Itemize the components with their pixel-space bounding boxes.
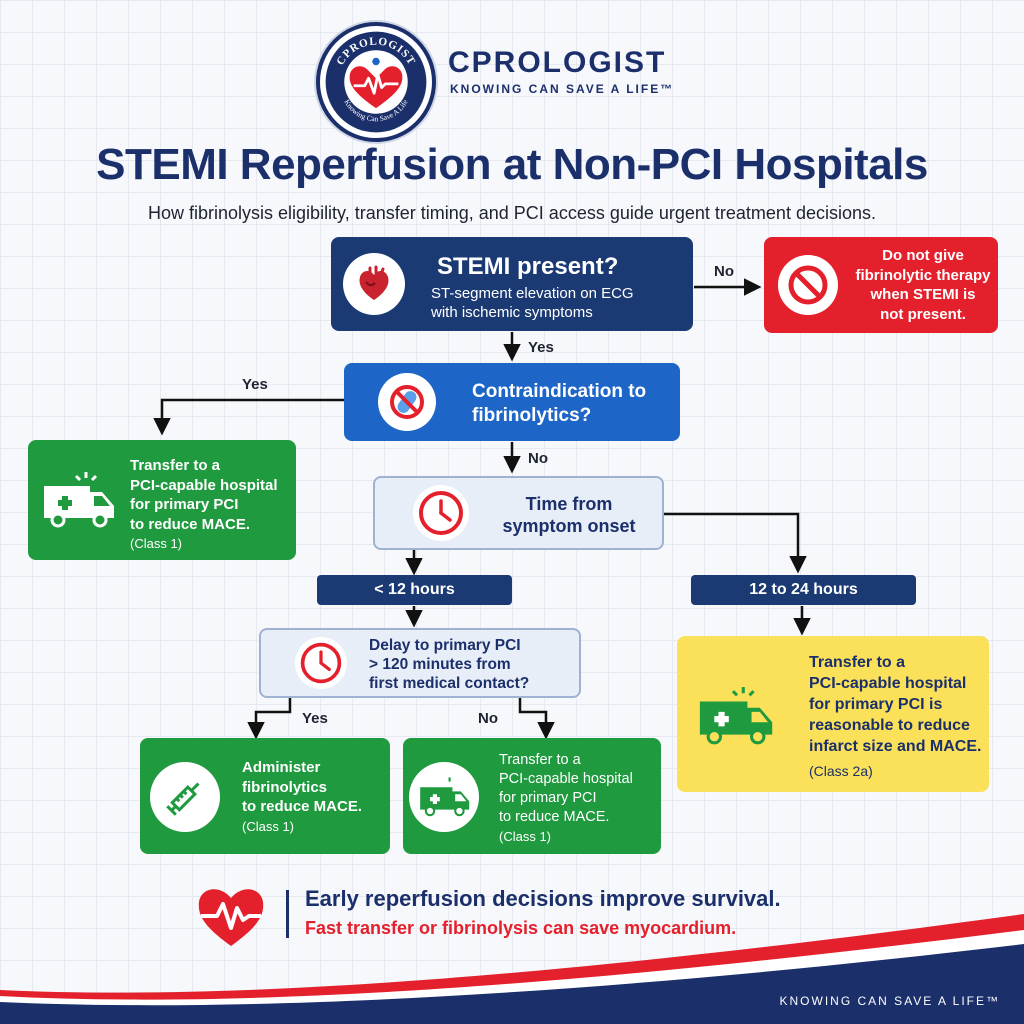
fibrinolytics-line-3: to reduce MACE. (242, 798, 363, 815)
heart-icon (343, 253, 405, 315)
delay-line-3: first medical contact? (369, 675, 530, 692)
node-time-from-onset: Time from symptom onset (373, 476, 664, 550)
heart-pulse-icon (198, 889, 264, 946)
contraindication-line-1: Contraindication to (472, 381, 647, 402)
footer-headline: Early reperfusion decisions improve surv… (305, 886, 781, 911)
no-stemi-line-2: fibrinolytic therapy (855, 266, 991, 284)
pill-under-12-hours: < 12 hours (317, 575, 512, 605)
fibrinolytics-text: Administer fibrinolytics to reduce MACE.… (242, 758, 362, 836)
node-delay-to-pci: Delay to primary PCI > 120 minutes from … (259, 628, 581, 698)
no-stemi-line-3: when STEMI is (870, 286, 976, 303)
ambulance-icon (691, 680, 779, 752)
transfer-12-24-text: Transfer to a PCI-capable hospital for p… (809, 652, 981, 782)
no-drug-icon (378, 373, 436, 431)
edge-label-stemi-no: No (714, 263, 734, 280)
pill-12-to-24-hours: 12 to 24 hours (691, 575, 916, 605)
stemi-title: STEMI present? (437, 253, 619, 280)
delay-text: Delay to primary PCI > 120 minutes from … (369, 636, 529, 693)
page-title: STEMI Reperfusion at Non-PCI Hospitals (96, 140, 928, 189)
transfer-12-24-line-1: Transfer to a (809, 654, 906, 671)
prohibition-icon (778, 255, 838, 315)
transfer-contraindicated-line-4: to reduce MACE. (130, 515, 251, 533)
transfer-contraindicated-text: Transfer to a PCI-capable hospital for p… (130, 456, 278, 554)
node-transfer-12-24: Transfer to a PCI-capable hospital for p… (677, 636, 989, 792)
clock-icon (295, 637, 347, 689)
transfer-pci-line-2: PCI-capable hospital (499, 771, 633, 787)
time-line-1: Time from (525, 494, 613, 514)
contraindication-text: Contraindication to fibrinolytics? (472, 380, 646, 428)
transfer-pci-line-1: Transfer to a (499, 752, 581, 768)
node-no-stemi: Do not give fibrinolytic therapy when ST… (764, 237, 998, 333)
stemi-detail-2: with ischemic symptoms (431, 304, 593, 321)
stemi-detail-1: ST-segment elevation on ECG (431, 285, 634, 302)
node-transfer-primary-pci: Transfer to a PCI-capable hospital for p… (403, 738, 661, 854)
footer-subline: Fast transfer or fibrinolysis can save m… (305, 918, 737, 938)
edge-label-stemi-yes: Yes (528, 339, 554, 356)
no-stemi-line-4: not present. (880, 305, 966, 323)
transfer-12-24-line-2: PCI-capable hospital (809, 675, 967, 692)
no-stemi-text: Do not give fibrinolytic therapy when ST… (850, 246, 996, 324)
transfer-pci-text: Transfer to a PCI-capable hospital for p… (499, 751, 633, 846)
footer-tagline: KNOWING CAN SAVE A LIFE™ (779, 994, 1000, 1008)
transfer-12-24-class: (Class 2a) (809, 763, 873, 779)
clock-icon (413, 485, 469, 541)
transfer-12-24-line-4: reasonable to reduce (809, 717, 970, 734)
brand-logo: CPROLOGIST Knowing Can Save A Life (316, 22, 436, 142)
edge-label-delay-no: No (478, 710, 498, 727)
node-contraindication: Contraindication to fibrinolytics? (344, 363, 680, 441)
fibrinolytics-class: (Class 1) (242, 818, 295, 834)
node-stemi-present: STEMI present? ST-segment elevation on E… (331, 237, 693, 331)
transfer-contraindicated-line-2: PCI-capable hospital (130, 476, 278, 494)
time-text: Time from symptom onset (491, 493, 647, 537)
edge-label-contra-yes: Yes (242, 376, 268, 393)
node-administer-fibrinolytics: Administer fibrinolytics to reduce MACE.… (140, 738, 390, 854)
transfer-contraindicated-class: (Class 1) (130, 536, 183, 551)
time-line-2: symptom onset (502, 516, 636, 536)
delay-line-1: Delay to primary PCI (369, 637, 521, 654)
ambulance-icon (36, 468, 120, 532)
fibrinolytics-line-1: Administer (242, 759, 321, 776)
transfer-12-24-line-5: infarct size and MACE. (809, 738, 982, 755)
transfer-contraindicated-line-1: Transfer to a (130, 457, 221, 474)
transfer-pci-line-3: for primary PCI (499, 790, 597, 806)
transfer-pci-class: (Class 1) (499, 829, 552, 844)
contraindication-line-2: fibrinolytics? (472, 405, 592, 426)
transfer-pci-line-4: to reduce MACE. (499, 809, 610, 825)
transfer-contraindicated-line-3: for primary PCI (130, 496, 239, 513)
fibrinolytics-line-2: fibrinolytics (242, 778, 328, 796)
brand-name: CPROLOGIST (448, 46, 667, 79)
edge-label-contra-no: No (528, 450, 548, 467)
transfer-12-24-line-3: for primary PCI is (809, 696, 943, 713)
syringe-icon (150, 762, 220, 832)
no-stemi-line-1: Do not give (882, 247, 964, 264)
page-subtitle: How fibrinolysis eligibility, transfer t… (148, 203, 876, 223)
ambulance-icon (409, 762, 479, 832)
footer-divider (286, 890, 289, 938)
logo-emblem: CPROLOGIST Knowing Can Save A Life (325, 31, 427, 133)
edge-label-delay-yes: Yes (302, 710, 328, 727)
node-transfer-contraindicated: Transfer to a PCI-capable hospital for p… (28, 440, 296, 560)
brand-tagline: KNOWING CAN SAVE A LIFE™ (450, 82, 675, 96)
delay-line-2: > 120 minutes from (369, 656, 511, 673)
